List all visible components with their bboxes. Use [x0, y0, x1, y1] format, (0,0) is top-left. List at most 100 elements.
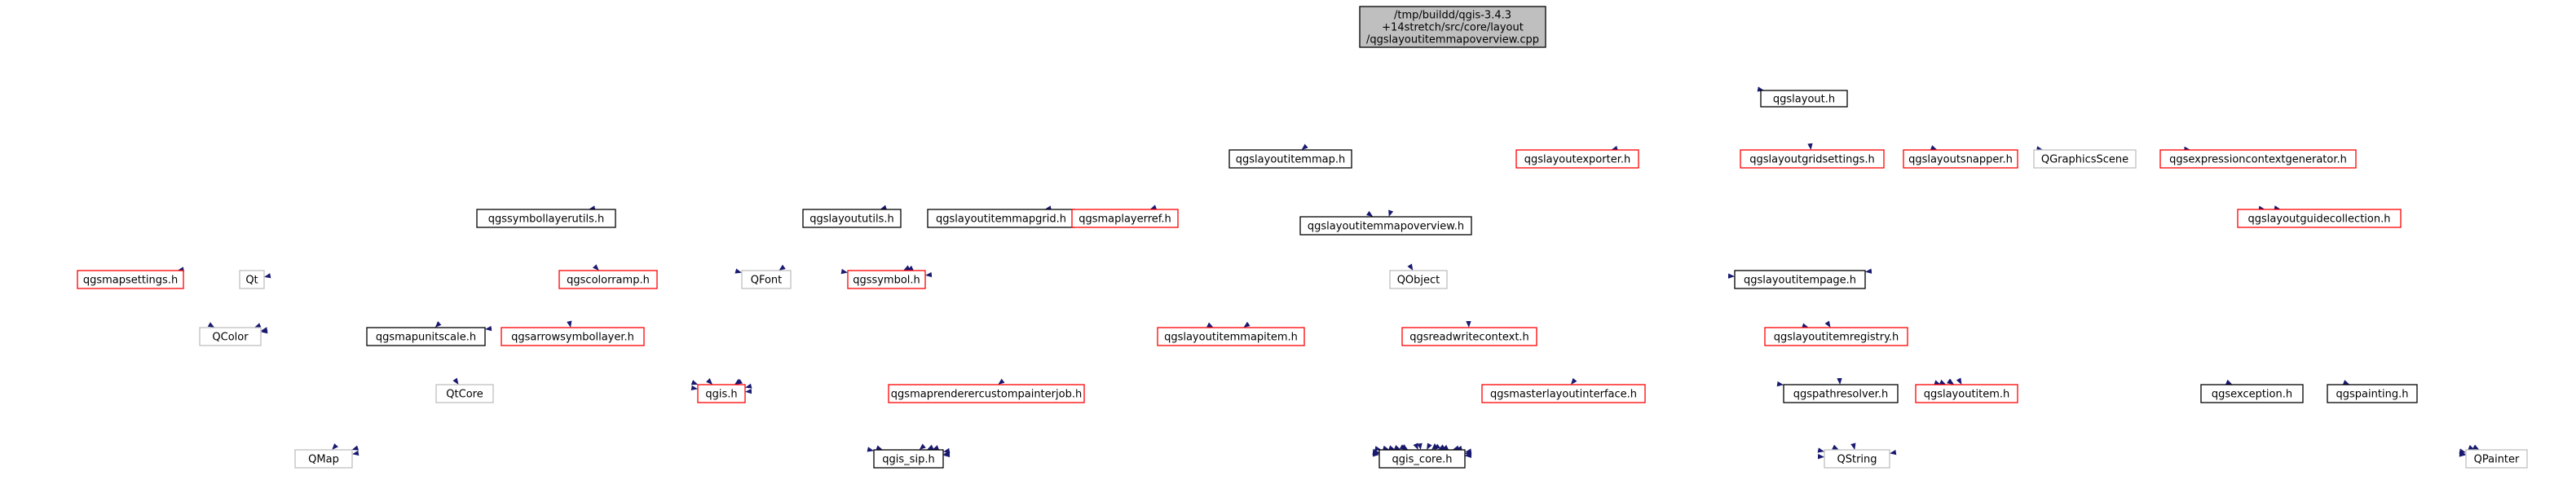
node-label: qgsexception.h — [2212, 389, 2292, 401]
node-box — [1389, 270, 1448, 289]
node-box — [1783, 384, 1899, 403]
file-node-QtCore: QtCore — [435, 384, 494, 403]
file-node-qgsmaplayerref_h[interactable]: qgsmaplayerref.h — [1071, 209, 1179, 228]
file-node-QColor: QColor — [199, 327, 262, 346]
node-box — [435, 384, 494, 403]
file-node-qgslayoutitemmap_h[interactable]: qgslayoutitemmap.h — [1228, 149, 1352, 169]
node-label: qgspainting.h — [2336, 389, 2409, 401]
file-node-qgsmaprenderercustompainterjob_h[interactable]: qgsmaprenderercustompainterjob.h — [888, 384, 1085, 403]
node-box — [1734, 270, 1866, 289]
node-label: QFont — [751, 275, 783, 287]
edge-qgsexception_h-to-qgis_core_h — [1465, 452, 1472, 458]
edge-qgslayoutitemmap_h-to-qgis_core_h — [1413, 443, 1418, 450]
edge-qgssymbollayerutils_h-to-QColor — [254, 323, 262, 328]
edge-qgsmapsettings_h-to-qgis_sip_h — [867, 447, 874, 452]
file-node-qgslayoutitem_h[interactable]: qgslayoutitem.h — [1915, 384, 2018, 403]
file-node-qgsmapsettings_h[interactable]: qgsmapsettings.h — [77, 270, 184, 289]
node-label: qgslayoutitempage.h — [1744, 275, 1856, 287]
edge-qgslayoututils_h-to-qgis_core_h — [1393, 444, 1401, 450]
node-label: qgslayoutsnapper.h — [1908, 154, 2013, 166]
node-label: qgslayoutitemmapgrid.h — [936, 214, 1066, 226]
edge-qgssymbol_h-to-qgis_h — [734, 378, 742, 385]
file-node-qgsarrowsymbollayer_h[interactable]: qgsarrowsymbollayer.h — [501, 327, 645, 346]
node-box — [1378, 449, 1466, 469]
edge-root-to-qgssymbollayerutils_h — [589, 205, 596, 211]
edge-qgslayoutitemregistry_h-to-qgspathresolver_h — [1837, 377, 1842, 385]
file-node-qgslayoutitemmapoverview_h[interactable]: qgslayoutitemmapoverview.h — [1299, 216, 1472, 236]
file-node-qgsexpressioncontextgenerator_h[interactable]: qgsexpressioncontextgenerator.h — [2159, 149, 2357, 169]
node-box — [199, 327, 262, 346]
edge-qgslayoutitemmapgrid_h-to-qgis_h — [735, 379, 743, 385]
edge-qgslayoutitemregistry_h-to-qgslayoutitem_h — [1939, 379, 1947, 385]
file-node-qgsmasterlayoutinterface_h[interactable]: qgsmasterlayoutinterface.h — [1481, 384, 1646, 403]
edge-qgslayoutitemmapitem_h-to-qgis_core_h — [1400, 443, 1409, 450]
edge-qgssymbollayerutils_h-to-qgslayoutitempage_h — [1727, 273, 1735, 279]
edge-qgsmasterlayoutinterface_h-to-qgis_sip_h — [943, 451, 951, 458]
file-node-qgslayoutguidecollection_h[interactable]: qgslayoutguidecollection.h — [2237, 209, 2402, 228]
file-node-qgsexception_h[interactable]: qgsexception.h — [2200, 384, 2304, 403]
edge-qgssymbol_h-to-qgis_core_h — [1388, 445, 1396, 451]
node-label: QString — [1837, 454, 1877, 466]
file-node-qgsmapunitscale_h[interactable]: qgsmapunitscale.h — [366, 327, 486, 346]
edge-qgslayoutsnapper_h-to-qgslayoutguidecollection_h — [2258, 205, 2265, 211]
edge-qgssymbol_h-to-qgsmapunitscale_h — [485, 325, 492, 332]
edge-qgsmasterlayoutinterface_h-to-QString — [1817, 447, 1824, 453]
node-label: qgis_sip.h — [882, 454, 934, 466]
node-box — [888, 384, 1085, 403]
node-label: qgslayoutgridsettings.h — [1749, 154, 1875, 166]
edge-qgslayout_h-to-qgslayoutgridsettings_h — [1807, 143, 1813, 150]
node-box — [1760, 90, 1848, 108]
file-node-qgis_sip_h[interactable]: qgis_sip.h — [873, 449, 944, 469]
edge-qgslayout_h-to-qgslayoutexporter_h — [1611, 145, 1618, 152]
node-box — [2465, 449, 2528, 469]
file-node-qgslayoutsnapper_h[interactable]: qgslayoutsnapper.h — [1903, 149, 2018, 169]
file-node-qgslayoutexporter_h[interactable]: qgslayoutexporter.h — [1515, 149, 1639, 169]
file-node-qgslayoututils_h[interactable]: qgslayoututils.h — [802, 209, 902, 228]
file-node-qgssymbollayerutils_h[interactable]: qgssymbollayerutils.h — [476, 209, 616, 228]
edge-qgslayoutitempage_h-to-qgslayoutitemregistry_h — [1824, 320, 1831, 328]
node-box — [1481, 384, 1646, 403]
node-label: qgslayoutexporter.h — [1524, 154, 1630, 166]
node-box — [1740, 149, 1885, 169]
edge-qgslayoutitemmapoverview_h-to-QObject — [1407, 263, 1414, 271]
file-node-qgsreadwritecontext_h[interactable]: qgsreadwritecontext.h — [1401, 327, 1537, 346]
edge-qgslayoutitem_h-to-qgis_core_h — [1465, 450, 1472, 456]
edge-qgscolorramp_h-to-QColor — [261, 328, 268, 334]
edge-qgssymbollayerutils_h-to-qgis_h — [706, 378, 712, 385]
edge-root-to-qgslayout_h — [1757, 86, 1765, 92]
file-node-qgssymbol_h[interactable]: qgssymbol.h — [847, 270, 926, 289]
node-label: QObject — [1397, 275, 1440, 287]
edge-qgssymbollayerutils_h-to-qgssymbol_h — [840, 268, 848, 275]
node-label: QMap — [308, 454, 339, 466]
node-label: qgis.h — [705, 389, 737, 401]
file-node-qgis_core_h[interactable]: qgis_core.h — [1378, 449, 1466, 469]
node-box — [1071, 209, 1179, 228]
file-node-QObject: QObject — [1389, 270, 1448, 289]
file-node-qgis_h[interactable]: qgis.h — [697, 384, 746, 403]
node-label: qgssymbol.h — [853, 275, 920, 287]
edge-qgslayoutitemmapoverview_h-to-QPainter — [2459, 448, 2466, 454]
edge-qgslayoututils_h-to-QColor — [261, 327, 268, 332]
edge-qgslayoutitemmapgrid_h-to-qgslayoutitemmapitem_h — [1206, 322, 1214, 328]
file-node-qgslayout_h[interactable]: qgslayout.h — [1760, 90, 1848, 108]
file-node-Qt: Qt — [239, 270, 265, 289]
node-label: qgsmapunitscale.h — [376, 332, 476, 344]
file-node-qgslayoutitempage_h[interactable]: qgslayoutitempage.h — [1734, 270, 1866, 289]
node-label: qgsreadwritecontext.h — [1409, 332, 1529, 344]
edge-qgsmaprenderercustompainterjob_h-to-qgis_core_h — [1372, 448, 1379, 455]
file-node-qgspathresolver_h[interactable]: qgspathresolver.h — [1783, 384, 1899, 403]
edge-qgssymbollayerutils_h-to-qgsmapunitscale_h — [434, 321, 442, 328]
node-box — [239, 270, 265, 289]
edge-qgspathresolver_h-to-QString — [1850, 443, 1856, 450]
node-label: QPainter — [2474, 454, 2520, 466]
edge-qgis_h-to-QString — [1817, 454, 1824, 460]
file-node-qgspainting_h[interactable]: qgspainting.h — [2327, 384, 2418, 403]
file-node-qgslayoutitemmapitem_h[interactable]: qgslayoutitemmapitem.h — [1157, 327, 1305, 346]
edge-qgsmapunitscale_h-to-QtCore — [452, 377, 459, 385]
edge-qgslayoutgridsettings_h-to-qgis_core_h — [1433, 443, 1441, 450]
file-node-qgslayoutitemmapgrid_h[interactable]: qgslayoutitemmapgrid.h — [927, 209, 1075, 228]
file-node-qgscolorramp_h[interactable]: qgscolorramp.h — [558, 270, 658, 289]
file-node-qgslayoutgridsettings_h[interactable]: qgslayoutgridsettings.h — [1740, 149, 1885, 169]
edge-qgsmapunitscale_h-to-qgis_h — [690, 385, 698, 391]
file-node-qgslayoutitemregistry_h[interactable]: qgslayoutitemregistry.h — [1764, 327, 1908, 346]
